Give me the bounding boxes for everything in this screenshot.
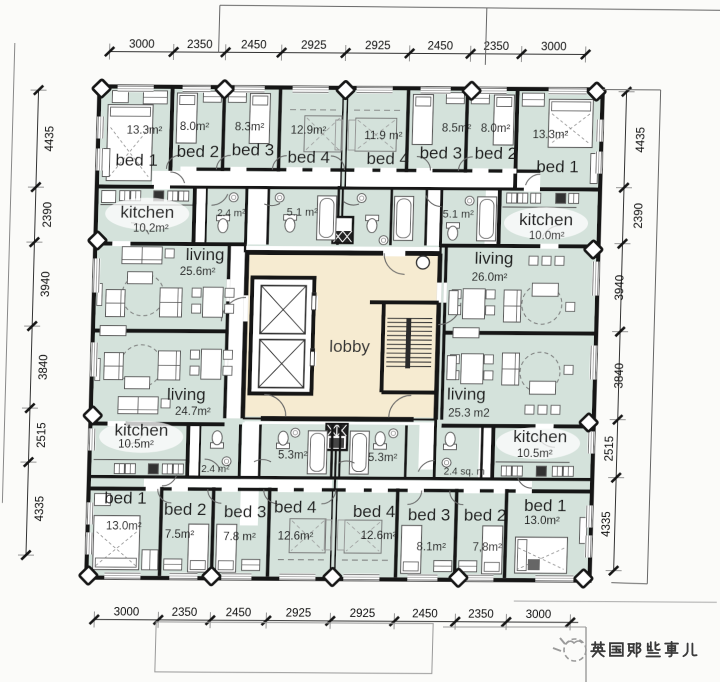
svg-text:bed 4: bed 4 — [287, 148, 330, 167]
svg-text:bed 4: bed 4 — [353, 502, 396, 521]
svg-text:bed 3: bed 3 — [408, 505, 451, 524]
svg-text:2515: 2515 — [36, 422, 49, 448]
svg-text:bed 1: bed 1 — [524, 496, 567, 515]
svg-text:24.7m²: 24.7m² — [175, 406, 211, 418]
svg-text:25.3 m2: 25.3 m2 — [448, 408, 490, 420]
svg-text:5.1 m²: 5.1 m² — [442, 209, 474, 221]
svg-text:kitchen: kitchen — [513, 427, 567, 446]
svg-text:bed 1: bed 1 — [115, 151, 158, 170]
svg-text:living: living — [185, 245, 224, 264]
svg-text:2350: 2350 — [468, 609, 494, 621]
svg-text:2925: 2925 — [285, 608, 311, 620]
svg-text:2925: 2925 — [349, 608, 375, 620]
svg-text:bed 2: bed 2 — [164, 500, 207, 519]
svg-text:living: living — [167, 385, 206, 404]
svg-text:bed 3: bed 3 — [419, 143, 462, 162]
svg-text:10.0m²: 10.0m² — [529, 230, 565, 242]
svg-text:2450: 2450 — [225, 607, 251, 619]
svg-text:bed 2: bed 2 — [464, 506, 507, 525]
svg-text:kitchen: kitchen — [114, 421, 168, 440]
svg-text:8.0m²: 8.0m² — [180, 121, 210, 133]
svg-text:4435: 4435 — [44, 126, 57, 152]
svg-text:2450: 2450 — [427, 41, 453, 53]
svg-text:4335: 4335 — [601, 511, 614, 537]
svg-text:10.5m²: 10.5m² — [118, 439, 154, 451]
svg-text:10.2m²: 10.2m² — [133, 223, 169, 235]
svg-text:3840: 3840 — [614, 363, 627, 389]
svg-text:kitchen: kitchen — [120, 203, 174, 222]
svg-text:bed 2: bed 2 — [474, 144, 517, 163]
svg-text:3000: 3000 — [525, 609, 551, 621]
svg-text:2390: 2390 — [42, 202, 55, 228]
svg-text:8.1m²: 8.1m² — [416, 541, 446, 553]
svg-text:2.4 m²: 2.4 m² — [201, 464, 230, 475]
svg-text:5.1 m²: 5.1 m² — [287, 207, 319, 219]
svg-text:7.5m²: 7.5m² — [165, 529, 195, 541]
svg-text:3840: 3840 — [38, 354, 51, 380]
svg-text:3940: 3940 — [40, 271, 53, 297]
svg-text:11.9 m²: 11.9 m² — [364, 130, 403, 142]
svg-text:13.3m²: 13.3m² — [126, 125, 162, 137]
svg-text:2350: 2350 — [483, 41, 509, 53]
svg-text:kitchen: kitchen — [519, 210, 573, 229]
svg-text:3000: 3000 — [129, 39, 155, 51]
svg-text:13.3m²: 13.3m² — [532, 129, 568, 141]
svg-text:2390: 2390 — [633, 203, 646, 229]
svg-text:25.6m²: 25.6m² — [180, 266, 216, 278]
svg-text:2350: 2350 — [187, 39, 213, 51]
svg-text:5.3m²: 5.3m² — [368, 452, 398, 464]
svg-text:living: living — [447, 385, 486, 404]
svg-text:2.4 m²: 2.4 m² — [217, 208, 246, 219]
svg-text:5.3m²: 5.3m² — [278, 450, 308, 462]
svg-text:10.5m²: 10.5m² — [517, 448, 553, 460]
svg-text:2925: 2925 — [301, 40, 327, 52]
svg-text:26.0m²: 26.0m² — [471, 272, 507, 284]
svg-text:4335: 4335 — [34, 496, 47, 522]
svg-text:2515: 2515 — [604, 436, 617, 462]
svg-text:3940: 3940 — [614, 275, 627, 301]
svg-text:living: living — [474, 249, 513, 268]
svg-text:4435: 4435 — [635, 127, 648, 153]
svg-text:bed 1: bed 1 — [104, 489, 147, 508]
svg-text:3000: 3000 — [113, 607, 139, 619]
svg-text:8.5m²: 8.5m² — [442, 123, 472, 135]
svg-text:bed 4: bed 4 — [366, 149, 409, 168]
svg-text:bed 2: bed 2 — [176, 142, 219, 161]
svg-text:8.0m²: 8.0m² — [481, 123, 511, 135]
svg-text:2450: 2450 — [241, 39, 267, 51]
svg-text:13.0m²: 13.0m² — [524, 515, 560, 527]
svg-text:bed 4: bed 4 — [274, 498, 317, 517]
svg-text:2450: 2450 — [412, 608, 438, 620]
svg-text:2350: 2350 — [171, 607, 197, 619]
svg-text:3000: 3000 — [541, 41, 567, 53]
svg-text:13.0m²: 13.0m² — [106, 521, 142, 533]
svg-text:12.9m²: 12.9m² — [290, 125, 326, 137]
svg-text:12.6m²: 12.6m² — [277, 531, 313, 543]
svg-text:7,8m²: 7,8m² — [472, 542, 502, 554]
svg-text:bed 3: bed 3 — [231, 140, 274, 159]
svg-text:bed 1: bed 1 — [536, 157, 579, 176]
svg-text:lobby: lobby — [329, 337, 371, 356]
svg-text:2925: 2925 — [365, 40, 391, 52]
svg-text:12.6m²: 12.6m² — [360, 530, 396, 542]
svg-text:8.3m²: 8.3m² — [235, 121, 265, 133]
svg-text:2.4 sq. m: 2.4 sq. m — [444, 467, 485, 478]
svg-text:bed 3: bed 3 — [224, 502, 267, 521]
svg-text:7.8 m²: 7.8 m² — [223, 531, 256, 543]
